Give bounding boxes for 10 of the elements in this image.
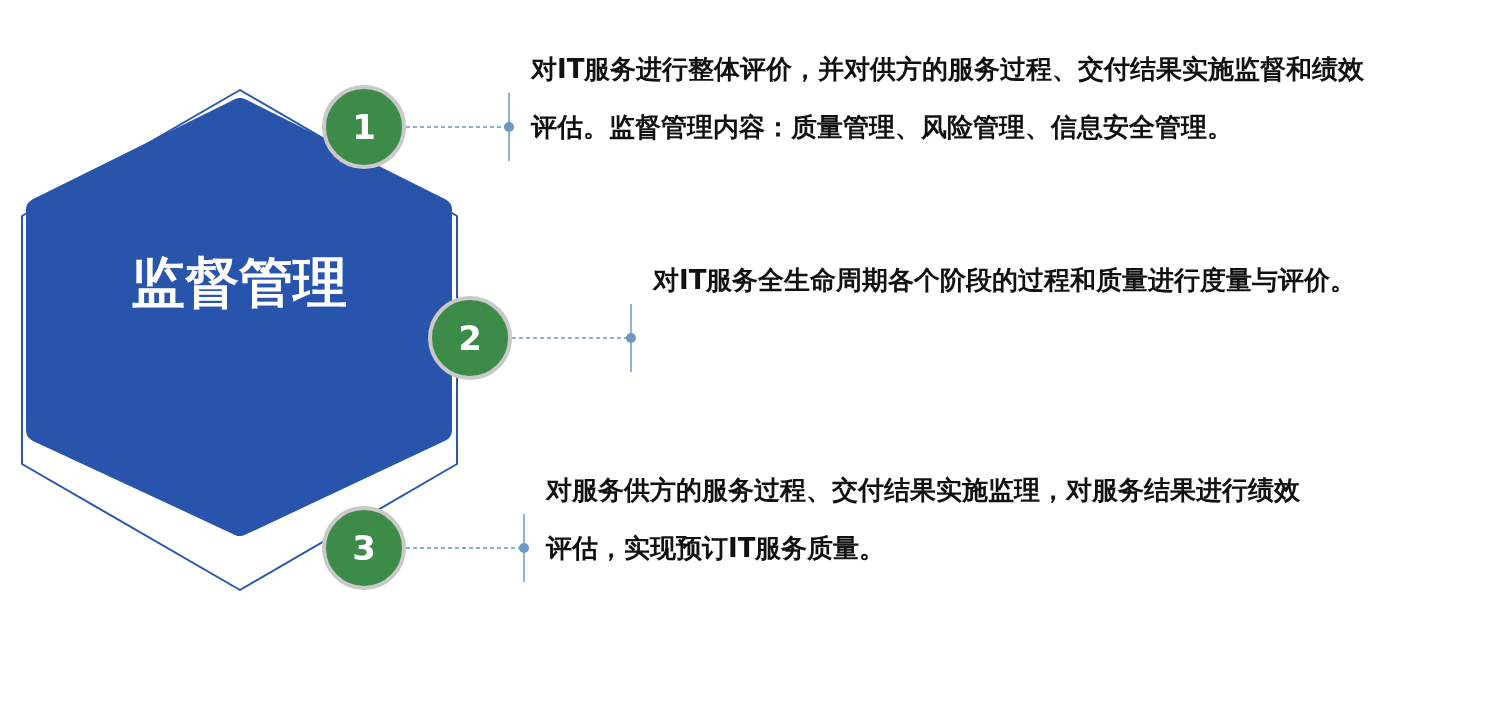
number-badge: 1 bbox=[322, 85, 406, 169]
description-text: 对服务供方的服务过程、交付结果实施监理，对服务结果进行绩效评估，实现预订IT服务质量。 bbox=[524, 461, 1324, 577]
hexagon-title: 监督管理 bbox=[130, 250, 348, 316]
number-badge: 3 bbox=[322, 506, 406, 590]
number-badge: 2 bbox=[428, 296, 512, 380]
description-text: 对IT服务全生命周期各个阶段的过程和质量进行度量与评价。 bbox=[631, 251, 1441, 309]
connector-line bbox=[405, 513, 530, 583]
connector-line bbox=[511, 303, 637, 373]
connector-line bbox=[405, 92, 515, 162]
description-text: 对IT服务进行整体评价，并对供方的服务过程、交付结果实施监督和绩效评估。监督管理内容：质量管理、风险管理、信息安全管理。 bbox=[509, 40, 1379, 156]
